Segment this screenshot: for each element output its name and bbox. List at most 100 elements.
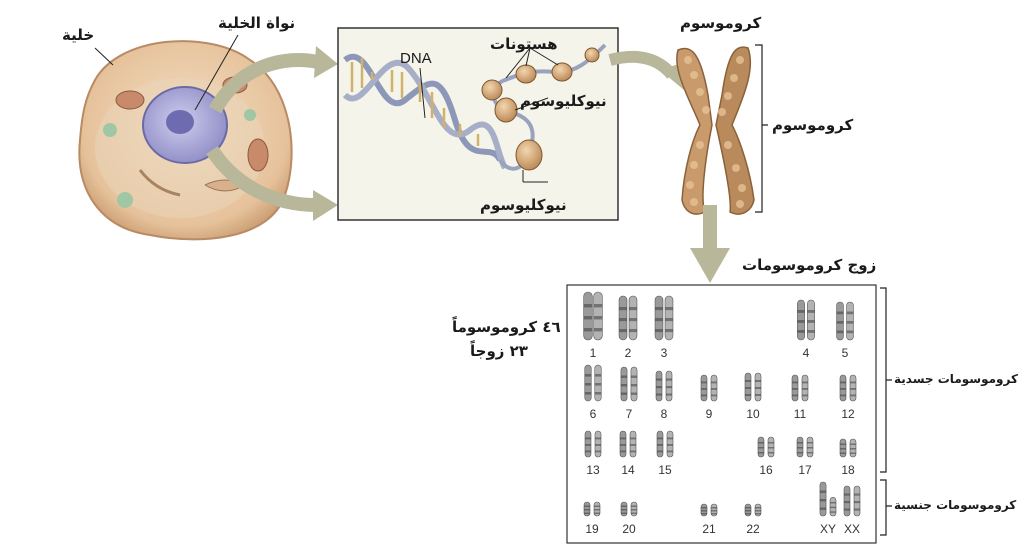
- chromosome-band: [701, 394, 707, 397]
- chromosome-band: [667, 450, 673, 453]
- karyotype-chromosomes: [583, 291, 861, 517]
- chromosome-band: [745, 387, 751, 389]
- chromosome-band: [594, 383, 602, 386]
- chromosome-band: [656, 386, 662, 389]
- chromosome-band: [593, 304, 603, 308]
- chromosome-band: [701, 381, 707, 384]
- chromosome-band: [768, 452, 774, 454]
- chromosome-band: [584, 383, 592, 386]
- chromosome-band: [583, 316, 593, 320]
- chromosome-band: [755, 510, 761, 512]
- chromosome-band: [620, 392, 628, 395]
- dna-label: DNA: [400, 50, 432, 67]
- chromosome-band: [840, 394, 846, 397]
- chromosome-band: [755, 387, 761, 389]
- chromosome-band: [595, 444, 601, 446]
- nucleosome-label-upper: نيوكليوسوم: [520, 92, 607, 110]
- chromosome-band: [745, 510, 751, 512]
- chromosome-band: [711, 510, 717, 512]
- karyotype-number: 7: [625, 407, 633, 421]
- chromosome-band: [619, 329, 627, 333]
- chromosome-band: [630, 392, 638, 395]
- chromosome-band: [745, 507, 751, 509]
- chromosome-band: [619, 318, 627, 322]
- chromosome-band: [620, 444, 626, 446]
- chromosome-band: [840, 388, 846, 390]
- chromosome-band: [620, 375, 628, 378]
- karyotype-number: 20: [622, 522, 636, 536]
- karyotype-number: 2: [624, 346, 632, 360]
- chromosome-band: [584, 512, 590, 514]
- chromosome-band: [630, 384, 638, 387]
- count-46-label: ٤٦ كروموسوماً: [452, 318, 561, 336]
- chromosome-band: [797, 447, 803, 449]
- chromosome-band: [802, 388, 808, 390]
- chromosome-band: [665, 318, 673, 322]
- chromosome-band: [621, 509, 627, 511]
- autosomes-label: كروموسومات جسدية: [894, 372, 1018, 386]
- chromosome-band: [631, 512, 637, 514]
- chromosome-band: [844, 501, 850, 504]
- chromosome-band: [850, 452, 856, 454]
- chromosome-band: [655, 307, 663, 311]
- chromosome-band: [657, 444, 663, 446]
- karyotype-number: 18: [841, 463, 855, 477]
- karyotype-number: 9: [705, 407, 713, 421]
- chromosome-band: [850, 388, 856, 390]
- karyotype-number: 17: [798, 463, 812, 477]
- chromosome-band: [666, 378, 672, 381]
- karyotype-number: 3: [660, 346, 668, 360]
- chromosome-band: [846, 330, 854, 334]
- chromosome-band: [745, 380, 751, 382]
- chromosome-band: [583, 304, 593, 308]
- chromosome-band: [807, 330, 815, 333]
- cell-label: خلية: [62, 26, 95, 44]
- chromosome-band: [656, 378, 662, 381]
- dna-helix: [342, 54, 508, 170]
- karyotype-number: 4: [802, 346, 810, 360]
- chromosome-band: [585, 437, 591, 440]
- chromosome-band: [630, 375, 638, 378]
- cell-illustration: [78, 40, 293, 241]
- chromosome-band: [701, 507, 707, 509]
- chromosome-band: [850, 394, 856, 397]
- chromosome-band: [819, 507, 827, 510]
- chromosome-band: [629, 307, 637, 311]
- chromosome-band: [584, 392, 592, 395]
- chromosome-band: [594, 505, 600, 507]
- chromosome-band: [595, 437, 601, 440]
- chromosome-band: [840, 381, 846, 384]
- chromosome-band: [802, 381, 808, 384]
- karyotype-number: 22: [746, 522, 760, 536]
- nucleus-pointer: [194, 34, 239, 111]
- chromosome-band: [755, 507, 761, 509]
- chromosome-band: [594, 374, 602, 377]
- chromosome-band: [819, 499, 827, 502]
- karyotype-number: XX: [843, 522, 860, 536]
- chromosome-band: [755, 513, 761, 515]
- chromosome-band: [584, 509, 590, 511]
- chromosome-band: [621, 505, 627, 507]
- chromosome-band: [665, 329, 673, 333]
- chromosome-band: [840, 448, 846, 450]
- nucleosome-label-lower: نيوكليوسوم: [480, 196, 567, 214]
- chromosome-band: [711, 513, 717, 515]
- chromosome-band: [701, 513, 707, 515]
- chromosome-band: [830, 506, 836, 509]
- chromosome-band: [768, 442, 774, 444]
- chromosome-band: [620, 450, 626, 453]
- chromosome-band: [802, 394, 808, 397]
- chromosome-band: [667, 437, 673, 440]
- chromosome-band: [701, 388, 707, 390]
- chromosome-band: [854, 501, 860, 504]
- pair-label: زوج كروموسومات: [742, 256, 877, 274]
- chromosome-band: [621, 512, 627, 514]
- chromosome-band: [830, 511, 836, 513]
- chromosome-band: [619, 307, 627, 311]
- chromosome-band: [840, 443, 846, 445]
- chromosome-band: [657, 437, 663, 440]
- chromosome-band: [655, 329, 663, 333]
- chromosome-band: [836, 311, 844, 315]
- karyotype-number: 5: [841, 346, 849, 360]
